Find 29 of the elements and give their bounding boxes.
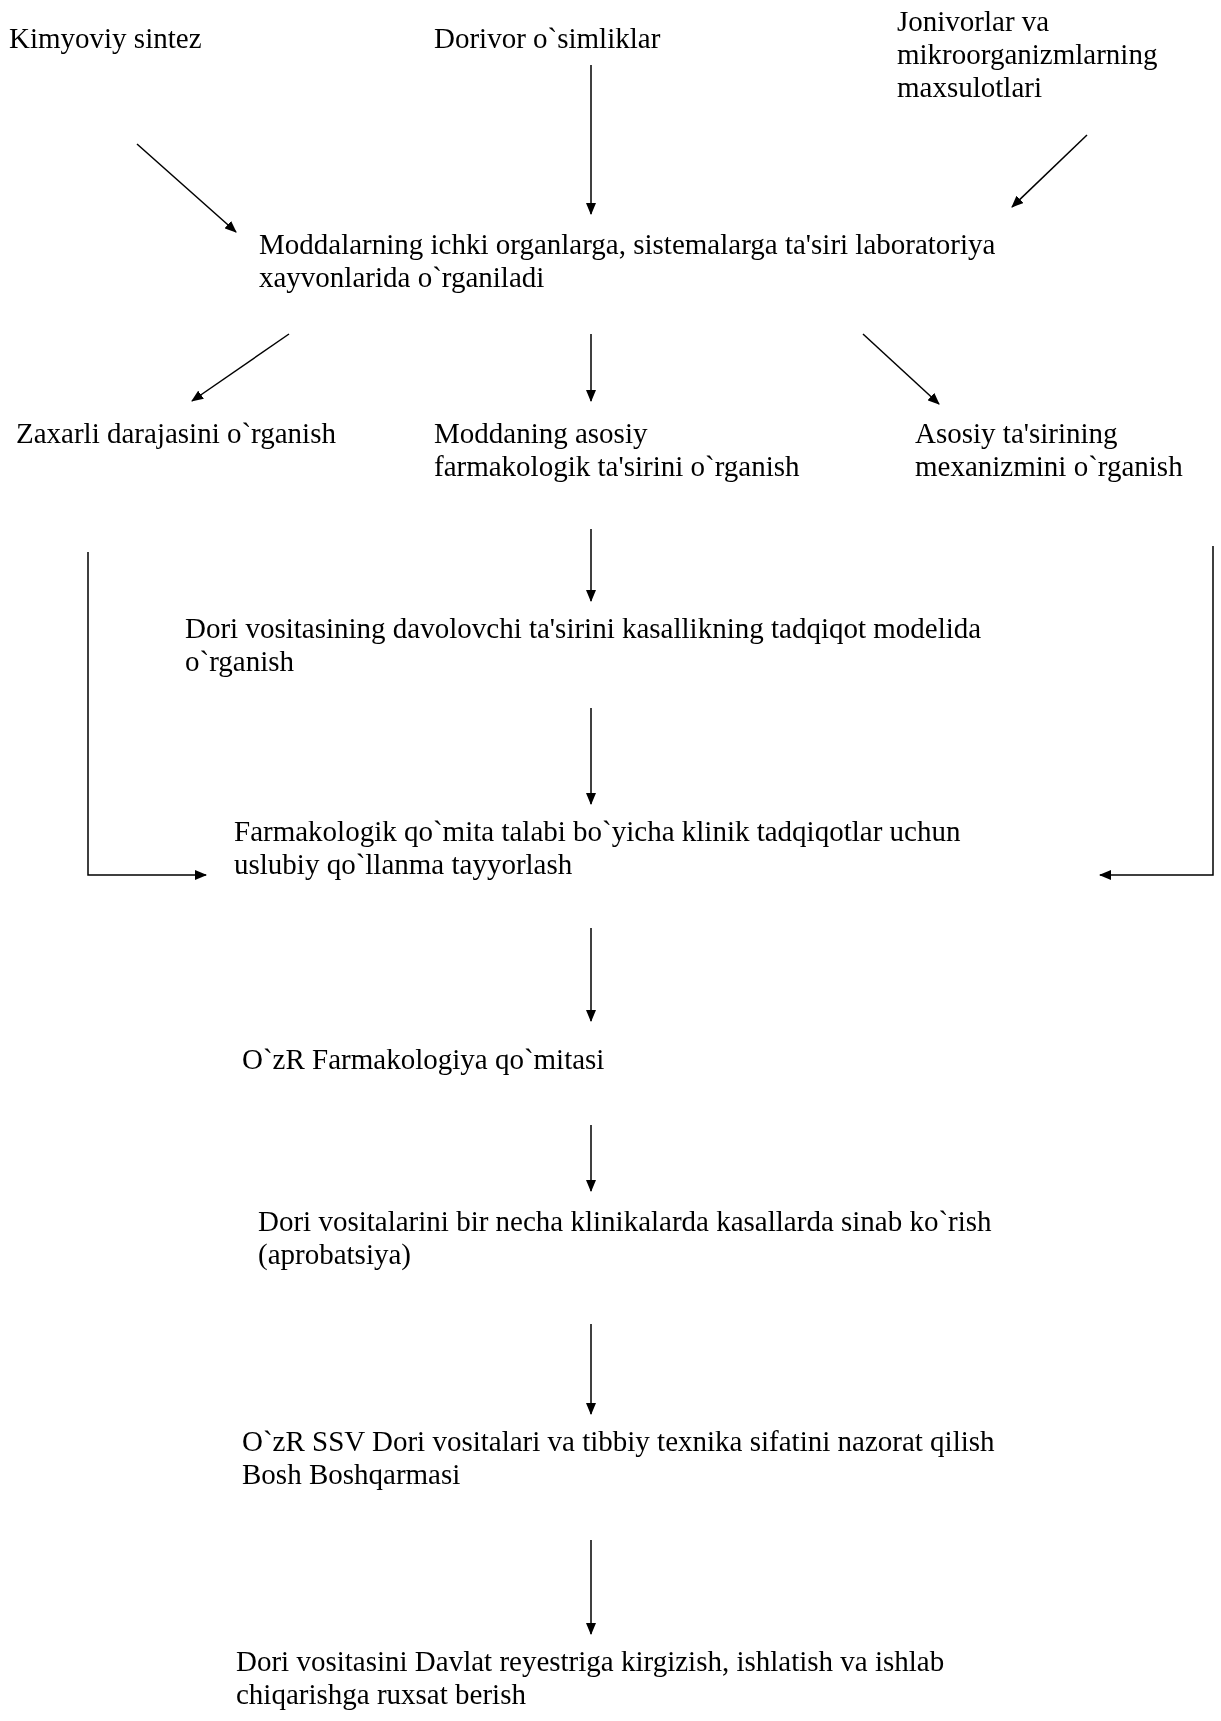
arrow (586, 1323, 596, 1415)
step-text: Moddaning asosiy (434, 417, 649, 450)
arrow (586, 927, 596, 1022)
arrow (862, 333, 940, 405)
step-text: Dorivor o`simliklar (434, 22, 661, 55)
step-text: farmakologik ta'sirini o`rganish (434, 450, 800, 483)
arrow (191, 333, 290, 402)
step-text: Dori vositalarini bir necha klinikalarda kasallarda sinab ko`rish (aprobatsiya) (258, 1205, 993, 1271)
step-text: Kimyoviy sintez (9, 22, 202, 55)
step-text: Dori vositasini Davlat reyestriga kirgizish, ishlatish va ishlab chiqarishga ruxsat berish (236, 1645, 946, 1711)
arrow (586, 707, 596, 805)
step-text: Dori vositasining davolovchi ta'sirini kasallikning tadqiqot modelida o`rganish (185, 612, 983, 678)
step-text: Asosiy ta'sirining (915, 417, 1119, 450)
arrow (586, 1539, 596, 1635)
step-text: Zaxarli darajasini o`rganish (16, 417, 336, 450)
arrow (87, 551, 207, 880)
arrow (586, 1124, 596, 1192)
step-text: O`zR SSV Dori vositalari va tibbiy texnika sifatini nazorat qilish Bosh Boshqarmasi (242, 1425, 996, 1491)
step-text: Jonivorlar va mikroorganizmlarning maxsulotlari (897, 5, 1159, 104)
arrow (1011, 134, 1088, 208)
arrow (1099, 545, 1214, 880)
arrow (586, 333, 596, 402)
step-text: mexanizmini o`rganish (915, 450, 1183, 483)
arrow (586, 528, 596, 602)
step-text: Farmakologik qo`mita talabi bo`yicha klinik tadqiqotlar uchun uslubiy qo`llanma tayyorlash (234, 815, 962, 881)
arrow (136, 143, 237, 233)
arrow (586, 64, 596, 215)
step-text: Moddalarning ichki organlarga, sistemalarga ta'siri laboratoriya xayvonlarida o`rganiladi (259, 228, 997, 294)
step-text: O`zR Farmakologiya qo`mitasi (242, 1043, 605, 1076)
